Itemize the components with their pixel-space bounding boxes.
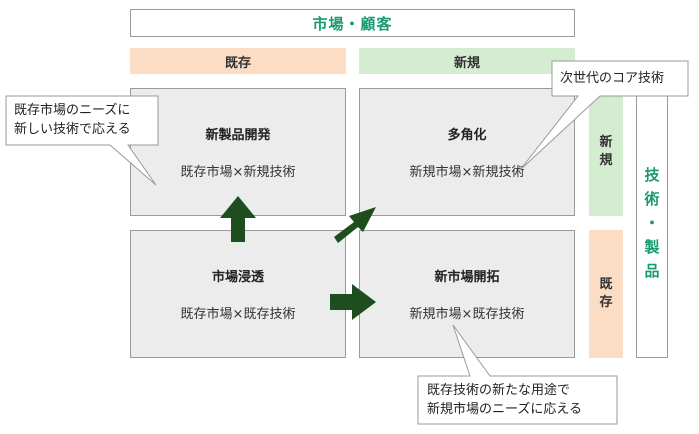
column-existing-text: 既存: [224, 55, 251, 71]
callout-left-line: 新しい技術で応える: [14, 122, 131, 137]
row-new-label: 新 規: [589, 88, 623, 216]
callout-bottom-line: 既存技術の新たな用途で: [427, 383, 571, 398]
column-new-label: 新規: [359, 48, 575, 74]
quadrant-subtitle: 新規市場×新規技術: [409, 165, 525, 180]
quadrant-title: 市場浸透: [211, 270, 264, 285]
row-existing-char: 既: [599, 277, 613, 292]
callout-left-bubble: [5, 95, 159, 186]
side-header-char: 術: [644, 190, 660, 208]
column-existing-label: 既存: [130, 48, 346, 74]
callout-bottom-line: 新規市場のニーズに応える: [427, 402, 582, 417]
arrow-up-icon: [220, 196, 256, 242]
quadrant-new-market-development: 新市場開拓 新規市場×既存技術: [359, 230, 575, 358]
row-new-char: 規: [599, 153, 613, 168]
quadrant-new-product-development: 新製品開発 既存市場×新規技術: [130, 88, 346, 216]
technology-product-header: 技 術 ・ 製 品: [636, 88, 668, 358]
side-header-char: 技: [644, 166, 660, 184]
side-header-char: ・: [644, 214, 660, 232]
callout-bottom: 既存技術の新たな用途で 新規市場のニーズに応える: [427, 381, 582, 419]
row-existing-label: 既 存: [589, 230, 623, 358]
arrow-right-icon: [330, 284, 376, 320]
row-existing-char: 存: [599, 295, 613, 310]
row-new-char: 新: [599, 135, 613, 150]
market-customer-header: 市場・顧客: [130, 9, 575, 37]
quadrant-subtitle: 既存市場×新規技術: [180, 165, 296, 180]
arrow-diagonal-icon: [334, 207, 376, 243]
callout-top-right: 次世代のコア技術: [560, 69, 664, 88]
quadrant-title: 多角化: [447, 128, 487, 143]
callout-left-line: 既存市場のニーズに: [14, 103, 131, 118]
callout-bottom-bubble: [417, 324, 618, 425]
market-customer-header-label: 市場・顧客: [312, 14, 393, 33]
callout-top-right-bubble: [519, 60, 689, 171]
side-header-char: 製: [644, 238, 660, 256]
side-header-char: 品: [644, 262, 660, 280]
callout-top-right-line: 次世代のコア技術: [560, 71, 665, 86]
quadrant-title: 新市場開拓: [434, 270, 500, 285]
quadrant-subtitle: 既存市場×既存技術: [180, 307, 296, 322]
quadrant-subtitle: 新規市場×既存技術: [409, 307, 525, 322]
quadrant-title: 新製品開発: [205, 128, 271, 143]
quadrant-market-penetration: 市場浸透 既存市場×既存技術: [130, 230, 346, 358]
callout-left: 既存市場のニーズに 新しい技術で応える: [14, 101, 131, 139]
column-new-text: 新規: [453, 55, 480, 71]
